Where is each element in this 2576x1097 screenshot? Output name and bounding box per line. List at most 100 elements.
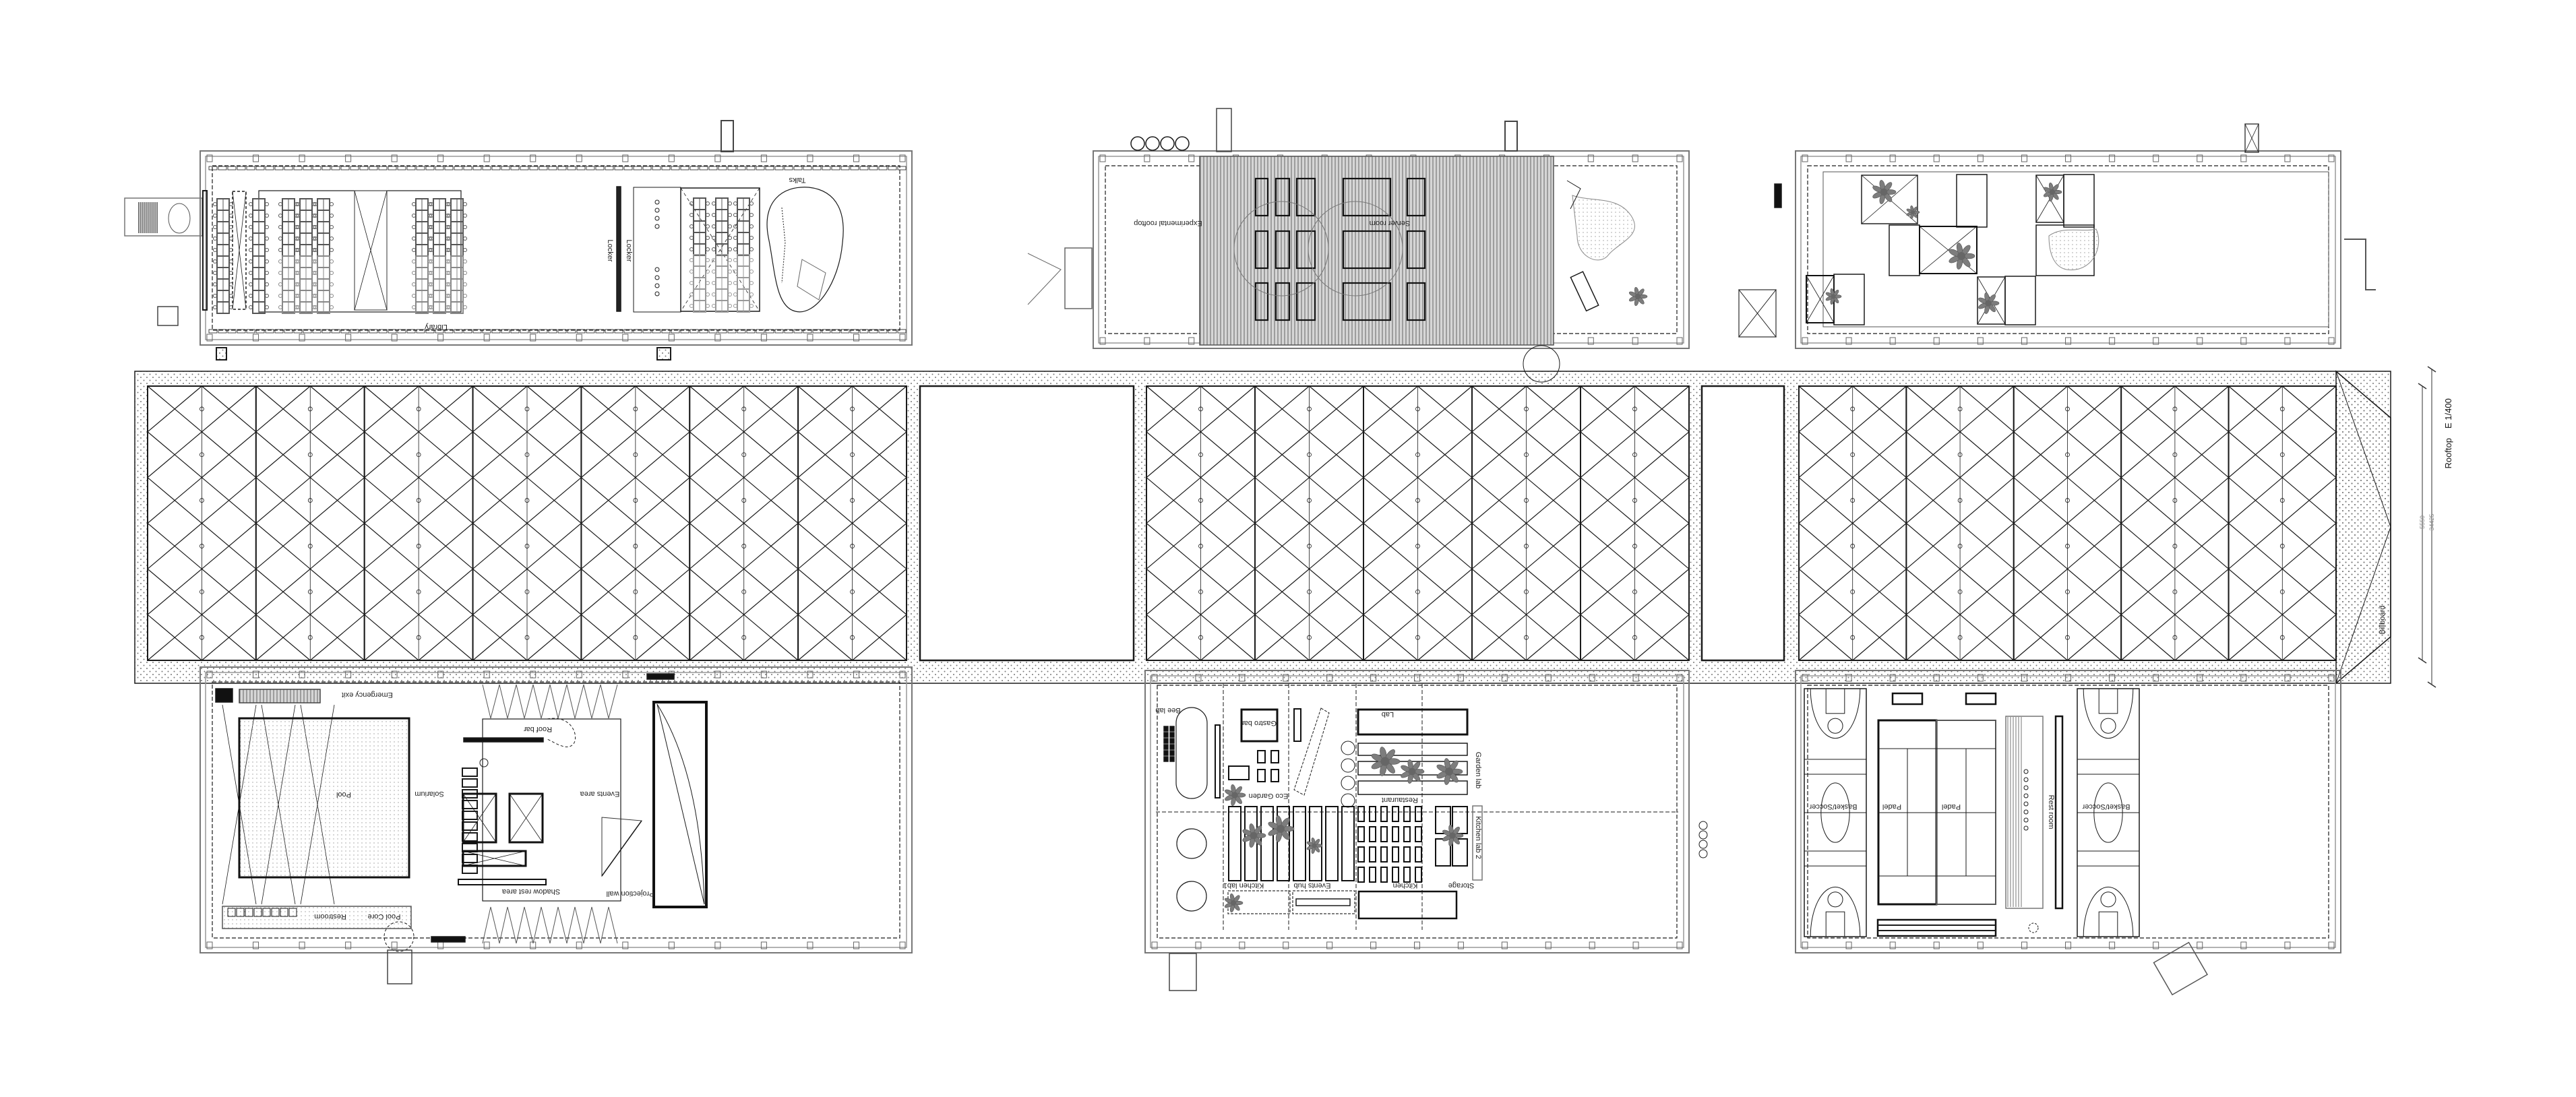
column: [391, 670, 398, 679]
chair: [712, 270, 716, 274]
outer-wall: [1795, 150, 2341, 349]
bookshelf-unit: [303, 329, 312, 334]
bookshelf-unit: [425, 166, 435, 170]
truss-node: [1198, 635, 1203, 640]
chair: [278, 248, 282, 252]
label-shadow-rest-area: Shadow rest area: [501, 887, 560, 896]
truss-node: [1307, 635, 1312, 640]
chair: [689, 201, 694, 206]
chair: [412, 225, 416, 229]
lawn-area: [1572, 195, 1635, 261]
bookshelf-unit: [661, 329, 671, 334]
chair: [213, 282, 217, 286]
central-roof-band: [134, 370, 2391, 685]
column: [622, 941, 629, 949]
column: [2240, 154, 2247, 162]
chair: [749, 236, 754, 240]
bookshelf-unit: [472, 329, 482, 334]
chair: [429, 282, 433, 286]
truss-node: [1850, 406, 1856, 412]
truss-node: [2065, 498, 2070, 503]
outer-wall: [1795, 670, 2341, 953]
column: [1545, 674, 1552, 682]
table: [1270, 750, 1279, 763]
bookshelf-unit: [246, 329, 255, 334]
truss-node: [2172, 498, 2178, 503]
bookshelf-unit: [765, 166, 774, 170]
column: [1501, 674, 1508, 682]
truss-bay: [1254, 385, 1364, 661]
beehive: [1163, 738, 1169, 744]
chair: [463, 259, 467, 263]
truss-node: [524, 635, 530, 640]
bookshelf-unit: [491, 329, 501, 334]
chair: [706, 281, 710, 285]
truss-node: [524, 498, 530, 503]
bookshelf-unit: [520, 166, 529, 170]
shade-sail: [549, 684, 568, 719]
basketball-court: [2077, 688, 2140, 937]
emergency-exit-stair: [239, 689, 321, 703]
truss-node: [1957, 635, 1963, 640]
talks-amphitheatre: [766, 187, 844, 313]
chair: [689, 304, 694, 308]
shade-sail: [482, 906, 500, 944]
column: [1188, 337, 1195, 345]
chair: [429, 214, 433, 218]
truss-node: [2172, 544, 2178, 548]
chair: [295, 202, 299, 206]
pool-basin: [238, 717, 410, 879]
truss-diagonal: [580, 385, 636, 661]
column: [576, 670, 582, 679]
column: [437, 154, 444, 162]
column: [391, 154, 398, 162]
chair: [447, 259, 451, 263]
column: [530, 154, 536, 162]
truss-diagonal: [851, 385, 907, 661]
chair: [313, 225, 317, 229]
bookshelf-unit: [633, 166, 642, 170]
truss-bay: [689, 385, 799, 661]
column: [2153, 154, 2159, 162]
dimension-overall: 34425: [2428, 513, 2435, 530]
chair: [296, 237, 300, 241]
shade-sail: [583, 906, 601, 944]
bookshelf-unit: [605, 166, 614, 170]
bookshelf-unit: [237, 329, 246, 334]
chair: [463, 282, 467, 286]
truss-diagonal: [1308, 385, 1364, 661]
truss-node: [1632, 498, 1637, 503]
bookshelf-unit: [378, 329, 388, 334]
column: [1676, 154, 1683, 162]
chair: [689, 236, 694, 240]
bookshelf-unit: [482, 166, 491, 170]
truss-node: [307, 452, 313, 458]
bookshelf-unit: [774, 329, 784, 334]
plan-food-lab-level: [1144, 670, 1708, 991]
server-rack: [1275, 230, 1291, 270]
truss-diagonal: [1146, 385, 1202, 661]
truss-bay: [2013, 385, 2122, 661]
column: [899, 670, 906, 679]
dining-table: [1392, 806, 1399, 822]
inner-wall: [1800, 675, 2336, 948]
column: [483, 154, 490, 162]
screen-curve: [656, 703, 705, 905]
chair: [312, 282, 316, 286]
bookshelf-unit: [689, 329, 699, 334]
column: [1802, 154, 1808, 162]
column: [437, 334, 444, 342]
stair: [1293, 708, 1330, 796]
grate: [646, 673, 675, 680]
bookshelf-unit: [444, 166, 454, 170]
toilet-block: [633, 187, 681, 313]
bookshelf-unit: [482, 329, 491, 334]
column: [1933, 941, 1940, 949]
truss-diagonal: [634, 385, 691, 661]
bookshelf-unit: [850, 166, 859, 170]
chair: [463, 225, 467, 229]
truss-node: [1524, 498, 1529, 503]
server-rack: [1342, 230, 1392, 270]
truss-bay: [1798, 385, 1907, 661]
chair: [428, 214, 432, 218]
